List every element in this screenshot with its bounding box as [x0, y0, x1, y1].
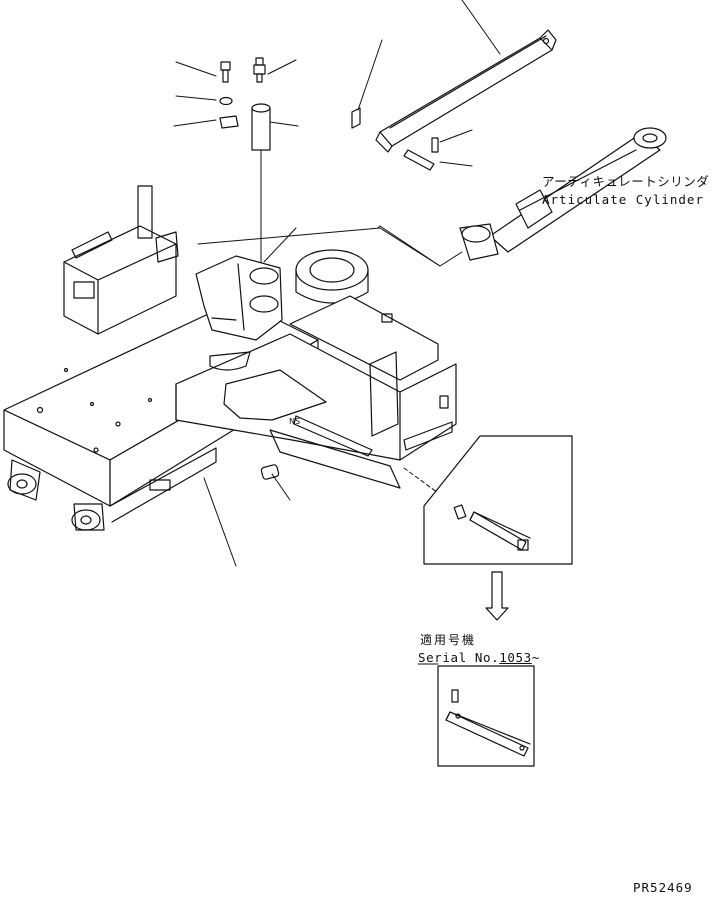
cylinder-label-en: Articulate Cylinder — [542, 192, 704, 207]
rear-frame — [64, 186, 178, 334]
bolt-icon — [221, 62, 230, 82]
detail-leader — [404, 468, 464, 512]
cylinder-leader — [198, 228, 462, 266]
small-pin-icon — [261, 464, 280, 480]
serial-label-en: Serial No.1053~ — [418, 650, 540, 665]
bearing-ring — [296, 250, 368, 303]
front-frame: NS — [176, 296, 456, 488]
lock-plate-icon — [220, 116, 238, 128]
mounting-ear-bottom — [72, 504, 104, 530]
detail-box — [424, 436, 572, 564]
cylinder-label-jp: アーティキュレートシリンダ — [542, 174, 710, 189]
grease-nipple-icon — [254, 58, 265, 82]
tie-rod — [376, 30, 556, 152]
frame-bottom-plate — [110, 448, 216, 522]
serial-label-jp: 適用号機 — [420, 633, 477, 647]
hinge-bracket — [196, 256, 282, 340]
drawing-code: PR52469 — [633, 880, 693, 895]
mounting-ear-left — [8, 460, 40, 500]
washer-icon — [220, 98, 232, 105]
serial-number: 1053 — [499, 650, 532, 665]
hydraulic-line — [378, 226, 440, 266]
serial-suffix: ~ — [531, 650, 540, 665]
pivot-pin — [252, 104, 270, 262]
svg-text:NS: NS — [289, 417, 300, 426]
serial-detail-box — [418, 664, 534, 766]
pin-icon — [404, 138, 438, 170]
down-arrow-icon — [486, 572, 508, 620]
articulate-cylinder — [460, 128, 666, 260]
serial-prefix: Serial No. — [418, 650, 500, 665]
small-bracket — [352, 108, 360, 128]
